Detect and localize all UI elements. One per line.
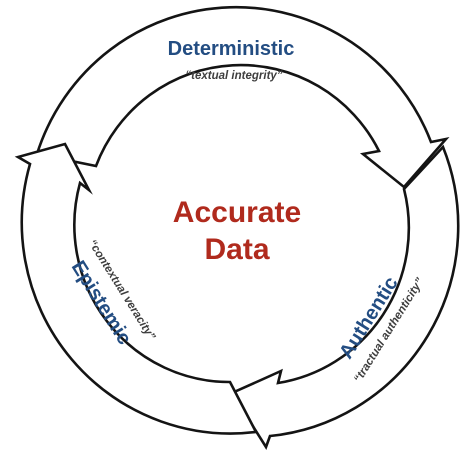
center-title-line1: Accurate <box>173 196 301 229</box>
authentic-arrow <box>230 144 460 450</box>
deterministic-title: Deterministic <box>168 38 295 60</box>
epistemic-arrow <box>14 142 259 435</box>
deterministic-subtitle: “textual integrity” <box>185 70 282 82</box>
deterministic-arrow <box>35 5 450 189</box>
center-title-line2: Data <box>204 233 269 266</box>
